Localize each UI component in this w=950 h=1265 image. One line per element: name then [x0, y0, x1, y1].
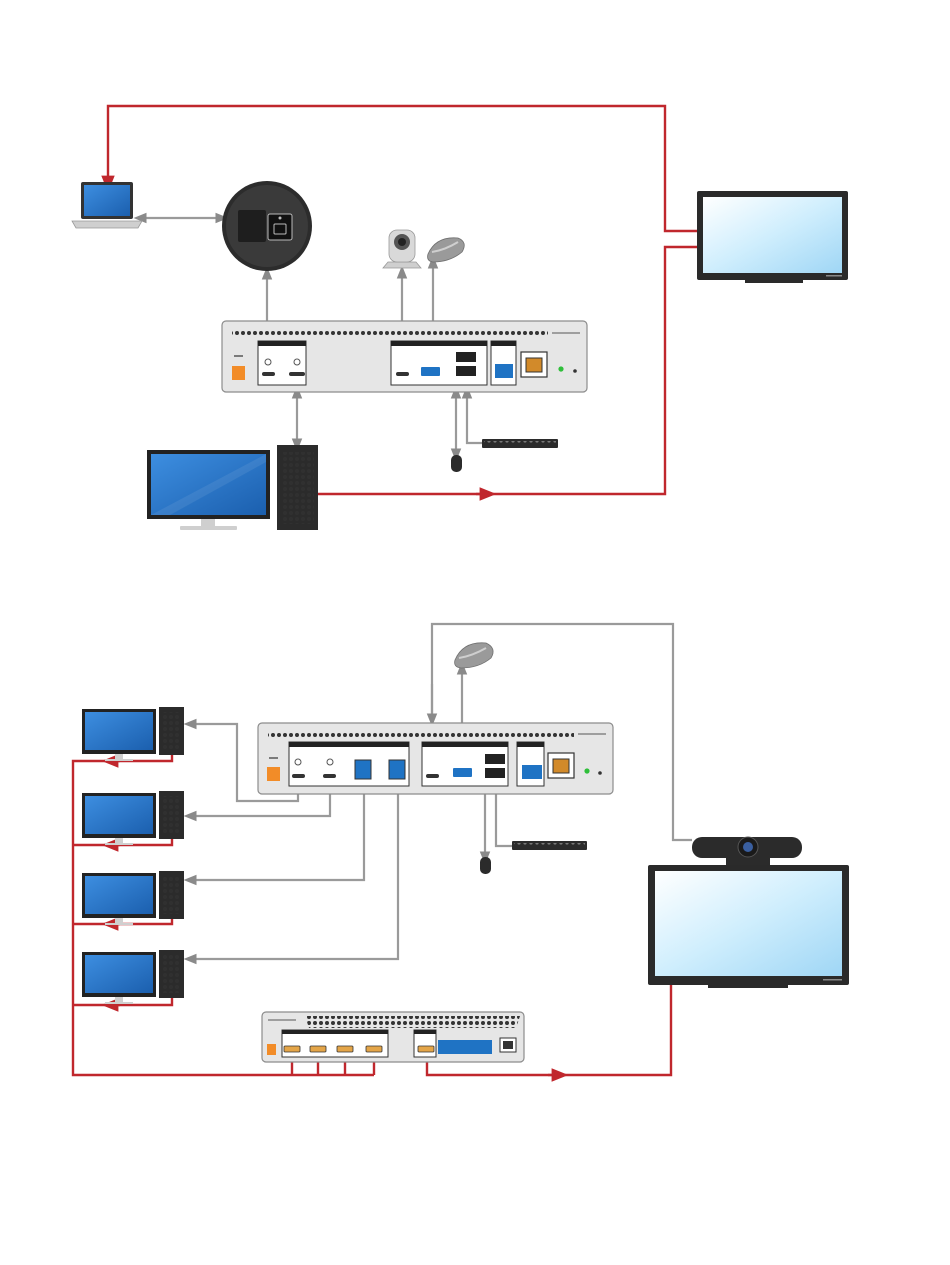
microphone-icon — [428, 238, 465, 262]
pc-station-2 — [82, 791, 184, 845]
microphone-icon — [455, 643, 494, 668]
diagram-1 — [72, 106, 848, 530]
pc-station-3 — [82, 871, 184, 925]
diagram-2 — [73, 624, 849, 1075]
keyboard-icon — [512, 841, 587, 850]
display-icon — [648, 865, 849, 988]
pc4-usb-link — [190, 779, 398, 959]
switcher-to-keyboard-link — [467, 392, 482, 443]
laptop-icon — [72, 182, 142, 228]
switcher-icon — [258, 723, 613, 794]
mouse-icon — [480, 857, 491, 874]
pc-station-1 — [82, 707, 184, 761]
video-links-1 — [108, 106, 699, 494]
pc-tower-icon — [277, 445, 318, 530]
ptz-camera-icon — [383, 230, 421, 268]
switcher-icon — [222, 321, 587, 392]
video-bar-icon — [692, 837, 802, 866]
display-icon — [697, 191, 848, 283]
mouse-icon — [451, 455, 462, 472]
monitor-icon — [147, 450, 270, 530]
wallplate-icon — [222, 181, 312, 271]
laptop-to-display-link — [108, 106, 699, 231]
keyboard-icon — [482, 439, 558, 448]
pc-station-4 — [82, 950, 184, 1004]
hdmi-switcher-icon — [262, 1012, 524, 1062]
